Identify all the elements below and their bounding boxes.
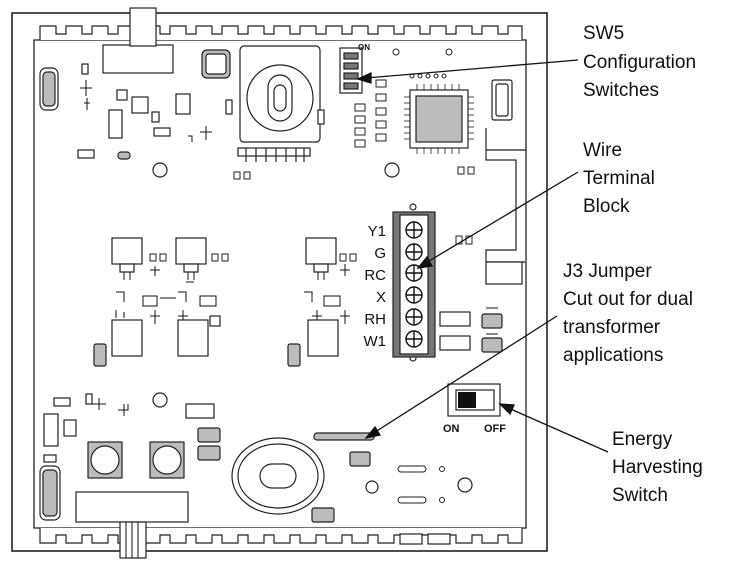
- crystal: [491, 79, 513, 121]
- callout-j3-jumper: J3 Jumper Cut out for dual transformer a…: [563, 261, 693, 366]
- header-pins: [237, 147, 311, 162]
- callout-jumper-line3: transformer: [563, 317, 661, 338]
- callout-energy-line2: Harvesting: [612, 457, 703, 478]
- callout-energy-line3: Switch: [612, 485, 668, 506]
- energy-harvesting-switch: ON OFF: [443, 383, 506, 435]
- microcontroller-chip: [404, 84, 474, 154]
- terminal-label-g: G: [374, 245, 386, 262]
- terminal-label-x: X: [376, 289, 386, 306]
- switch-off-label: OFF: [484, 423, 506, 435]
- regulator-group-middle: [175, 237, 221, 357]
- switch-on-label: ON: [443, 423, 460, 435]
- small-pad-pairs: [149, 166, 475, 262]
- mounting-holes: [152, 162, 473, 494]
- terminal-label-y1: Y1: [368, 223, 386, 240]
- callout-jumper-line4: applications: [563, 345, 663, 366]
- callout-leaders: [356, 59, 609, 453]
- top-connector: [102, 7, 231, 79]
- callout-sw5-line3: Switches: [583, 80, 659, 101]
- bottom-right-pads: [397, 465, 445, 504]
- terminal-label-rc: RC: [364, 267, 386, 284]
- callout-jumper-line1: J3 Jumper: [563, 261, 652, 282]
- callout-energy-line1: Energy: [612, 429, 673, 450]
- right-side-components: [439, 307, 503, 353]
- callout-sw5-line2: Configuration: [583, 52, 696, 73]
- callout-wire-line1: Wire: [583, 140, 622, 161]
- callout-energy-harvesting: Energy Harvesting Switch: [612, 429, 703, 506]
- rotary-potentiometer: [239, 45, 321, 143]
- callout-jumper-line2: Cut out for dual: [563, 289, 693, 310]
- callout-wire-line3: Block: [583, 196, 630, 217]
- callout-sw5: SW5 Configuration Switches: [583, 23, 696, 101]
- wire-terminal-block: [392, 211, 436, 358]
- top-edge-teeth: [39, 25, 523, 40]
- dip-on-label: ON: [358, 43, 370, 52]
- callout-wire-line2: Terminal: [583, 168, 655, 189]
- left-top-components: [39, 63, 325, 160]
- terminal-label-rh: RH: [364, 311, 386, 328]
- right-notch: [485, 128, 526, 285]
- bottom-left-components: [39, 393, 371, 559]
- bottom-edge-teeth: [39, 528, 523, 545]
- callout-wire-terminal: Wire Terminal Block: [583, 140, 655, 217]
- regulator-group-right: [287, 237, 350, 367]
- buzzer: [231, 437, 325, 515]
- regulator-group-left: [93, 237, 176, 367]
- terminal-screws: [405, 221, 423, 348]
- j3-jumper: [313, 432, 375, 441]
- terminal-label-w1: W1: [364, 333, 387, 350]
- sw5-dip-switch: ON: [339, 43, 370, 94]
- callout-sw5-line1: SW5: [583, 23, 624, 44]
